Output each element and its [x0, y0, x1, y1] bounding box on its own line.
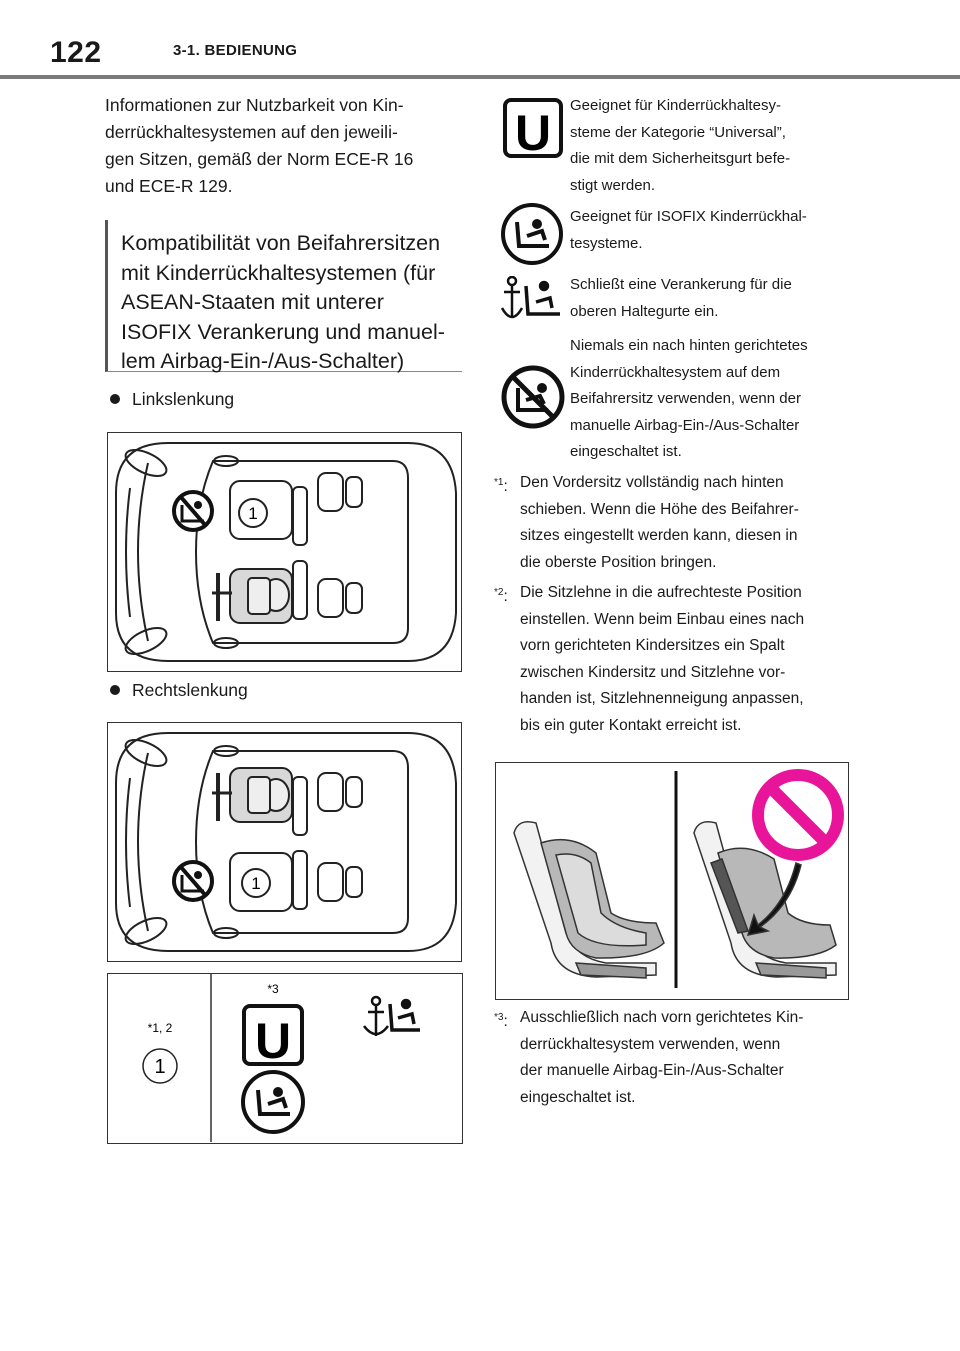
subheading: Kompatibilität von Beifahrersitzen mit K…: [105, 220, 462, 373]
legend-no-rearward-seat-icon: [501, 365, 565, 429]
legend-line: stigt werden.: [570, 176, 656, 194]
footnote-line: zwischen Kindersitz und Sitzlehne vor-: [520, 663, 786, 681]
legend-no-rearward-text: Niemals ein nach hinten gerichtetes Kind…: [570, 333, 855, 466]
footnote-line: schieben. Wenn die Höhe des Beifahrer-: [520, 500, 799, 518]
legend-line: oberen Haltegurte ein.: [570, 302, 719, 320]
top-tether-anchor-icon: [363, 995, 420, 1036]
bullet-left-hand-drive: Linkslenkung: [110, 387, 234, 411]
car-top-view-icon: 1: [115, 732, 457, 952]
footnote-line: einstellen. Wenn beim Einbau eines nach: [520, 610, 805, 628]
legend-top-tether-anchor-icon: [500, 276, 560, 319]
no-rearward-seat-icon: [172, 860, 214, 902]
subheading-line: lem Airbag-Ein-/Aus-Schalter): [121, 349, 405, 373]
seat-number: 1: [251, 874, 260, 893]
bullet-label: Rechtslenkung: [132, 680, 248, 700]
footnote-line: Den Vordersitz vollständig nach hinten: [520, 474, 784, 491]
legend-anchor-text: Schließt eine Verankerung für die oberen…: [570, 272, 850, 325]
seat-number: 1: [248, 504, 257, 523]
intro-line: derrückhaltesystemen auf den jeweili-: [105, 122, 398, 142]
legend-line: Beifahrersitz verwenden, wenn der: [570, 390, 801, 407]
u-letter: U: [255, 1013, 291, 1069]
diagram-left-hand-drive: 1: [107, 432, 462, 672]
row-number: 1: [154, 1056, 165, 1078]
subheading-line: mit Kinderrückhaltesystemen (für: [121, 260, 436, 285]
legend-line: tesysteme.: [570, 234, 643, 252]
seat-number-circle-icon: [142, 1048, 178, 1084]
prohibition-icon: [752, 769, 844, 861]
header-rule: [0, 75, 960, 79]
footnote-line: Die Sitzlehne in die aufrechteste Positi…: [520, 584, 802, 601]
isofix-seat-icon: [241, 1070, 305, 1134]
footnote-mark: *1:: [494, 477, 508, 496]
diagram-right-hand-drive: 1: [107, 722, 462, 962]
section-title: 3-1. BEDIENUNG: [173, 42, 298, 59]
footnote-mark: *3:: [494, 1012, 508, 1031]
legend-line: eingeschaltet ist.: [570, 443, 682, 460]
universal-u-icon: [242, 1004, 304, 1066]
legend-line: Niemals ein nach hinten gerichtetes: [570, 337, 808, 354]
legend-line: steme der Kategorie “Universal”,: [570, 123, 786, 141]
no-rearward-seat-icon: [172, 490, 214, 532]
footnote-2: *2: Die Sitzlehne in die aufrechteste Po…: [494, 580, 849, 745]
legend-line: Geeignet für ISOFIX Kinderrückhal-: [570, 208, 807, 225]
legend-line: manuelle Airbag-Ein-/Aus-Schalter: [570, 416, 800, 434]
footnote-line: Ausschließlich nach vorn gerichtetes Kin…: [520, 1009, 804, 1026]
footnote-1: *1: Den Vordersitz vollständig nach hint…: [494, 470, 849, 580]
legend-line: Schließt eine Verankerung für die: [570, 276, 792, 293]
compatibility-table: *1, 2 1 *3 U: [107, 973, 463, 1144]
u-letter: U: [515, 105, 551, 159]
table-grid: *1, 2 1 *3 U: [142, 974, 420, 1142]
legend-universal-text: Geeignet für Kinderrückhaltesy- steme de…: [570, 93, 850, 199]
footnote-line: sitzes eingestellt werden kann, diesen i…: [520, 527, 798, 544]
legend-line: Geeignet für Kinderrückhaltesy-: [570, 97, 781, 114]
footnote-line: bis ein guter Kontakt erreicht ist.: [520, 716, 742, 734]
seat-backrest-figure: [495, 762, 849, 1000]
bullet-dot-icon: [110, 685, 120, 695]
legend-line: Kinderrückhaltesystem auf dem: [570, 363, 781, 381]
footnote-line: derrückhaltesystem verwenden, wenn: [520, 1035, 781, 1053]
footnote-3: *3: Ausschließlich nach vorn gerichtetes…: [494, 1005, 849, 1115]
subheading-line: Kompatibilität von Beifahrersitzen: [121, 231, 441, 255]
bullet-label: Linkslenkung: [132, 389, 235, 409]
column-note: *3: [267, 982, 279, 996]
row-note: *1, 2: [148, 1021, 173, 1035]
legend-universal-u-icon: U: [503, 98, 563, 159]
intro-line: Informationen zur Nutzbarkeit von Kin-: [105, 95, 404, 115]
intro-paragraph: Informationen zur Nutzbarkeit von Kin- d…: [105, 92, 460, 200]
intro-line: und ECE-R 129.: [105, 176, 233, 196]
footnote-mark: *2:: [494, 587, 508, 606]
car-top-view-icon: 1: [115, 442, 457, 662]
legend-isofix-seat-icon: [501, 203, 563, 265]
footnote-line: eingeschaltet ist.: [520, 1088, 636, 1106]
seat-illustration: [513, 769, 844, 988]
footnote-line: der manuelle Airbag-Ein-/Aus-Schalter: [520, 1062, 784, 1079]
footnote-line: die oberste Position bringen.: [520, 553, 717, 571]
legend-isofix-text: Geeignet für ISOFIX Kinderrückhal- tesys…: [570, 204, 855, 257]
subheading-line: ISOFIX Verankerung und manuel-: [121, 319, 445, 344]
footnote-line: vorn gerichteten Kindersitzes ein Spalt: [520, 637, 785, 654]
bullet-right-hand-drive: Rechtslenkung: [110, 678, 248, 702]
bullet-dot-icon: [110, 394, 120, 404]
legend-line: die mit dem Sicherheitsgurt befe-: [570, 150, 791, 167]
intro-line: gen Sitzen, gemäß der Norm ECE-R 16: [105, 149, 414, 169]
footnote-line: handen ist, Sitzlehnenneigung anpassen,: [520, 690, 804, 707]
page-number: 122: [50, 36, 102, 69]
subheading-line: ASEAN-Staaten mit unterer: [121, 290, 384, 314]
